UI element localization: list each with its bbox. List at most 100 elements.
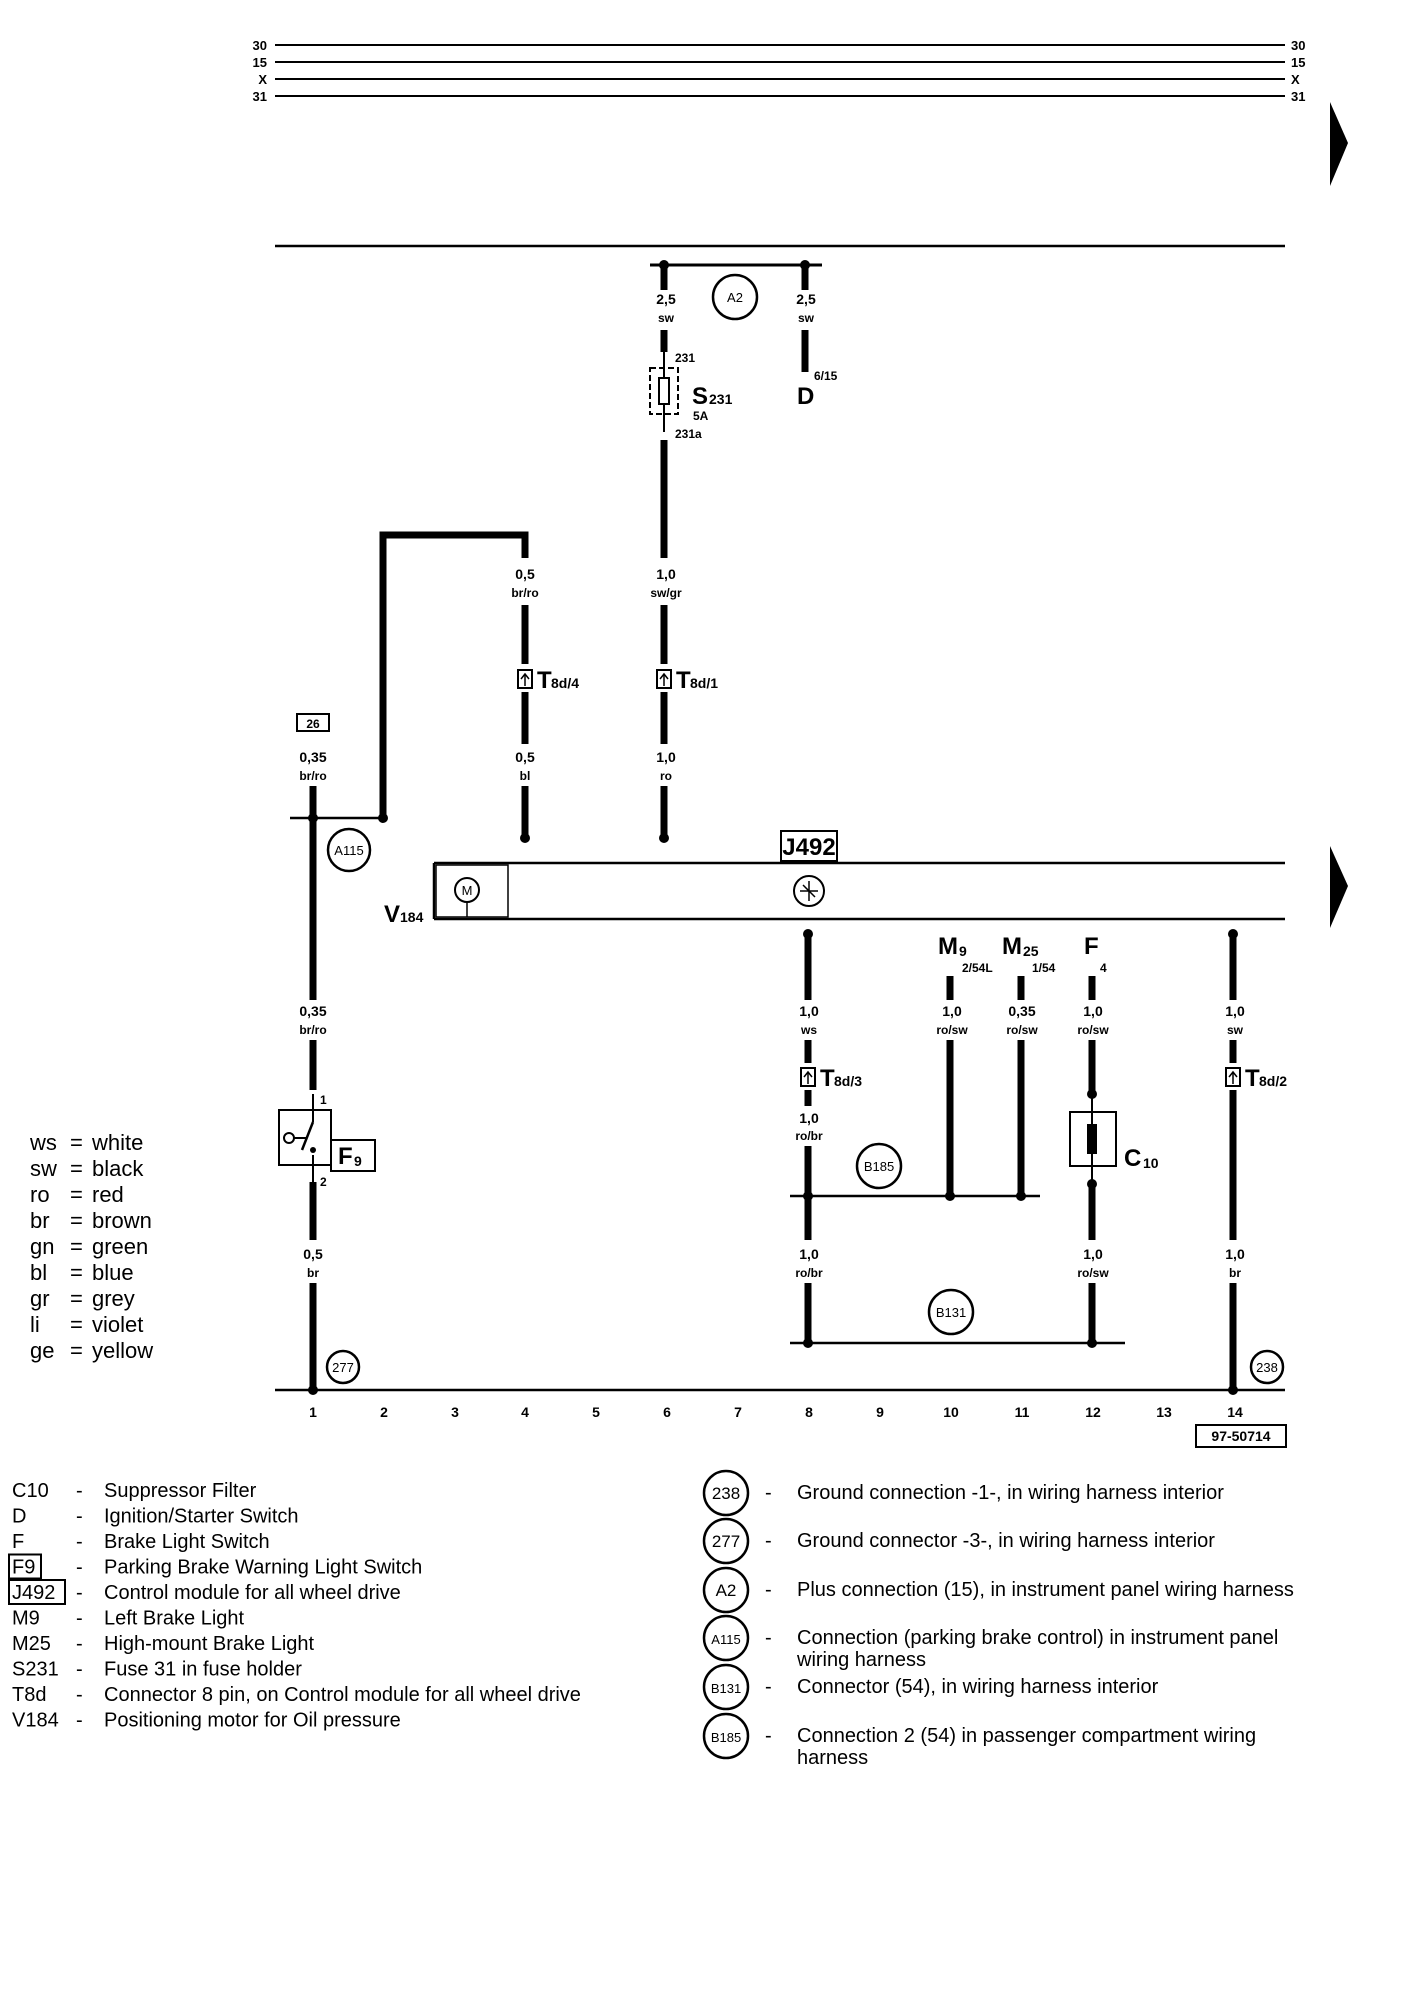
- wire-color: ro: [660, 769, 672, 783]
- color-legend-code: gr: [30, 1286, 50, 1311]
- figure-id: 97-50714: [1211, 1428, 1270, 1444]
- f9-label-box: [330, 1139, 376, 1172]
- figure-id-box: [1195, 1424, 1287, 1448]
- ground-238-icon: [1249, 1349, 1285, 1385]
- wire-size: 0,35: [299, 1003, 326, 1019]
- color-legend-name: grey: [92, 1286, 135, 1311]
- wire-size: 2,5: [656, 291, 676, 307]
- connection-legend-separator: -: [765, 1627, 772, 1649]
- fuse-name: S: [692, 383, 708, 410]
- color-legend-code: ge: [30, 1338, 54, 1363]
- legend-code-box: [8, 1579, 66, 1605]
- t8d3-name: T: [820, 1065, 835, 1092]
- column-number: 5: [592, 1404, 600, 1420]
- switch-d-label: D: [797, 383, 814, 410]
- fuse-rating: 5A: [693, 409, 709, 423]
- color-legend-equals: =: [70, 1286, 83, 1311]
- connection-legend-separator: -: [765, 1676, 772, 1698]
- f-pin: 4: [1100, 961, 1107, 975]
- connection-legend-desc: Ground connection -1-, in wiring harness…: [797, 1482, 1224, 1504]
- wire-size: 2,5: [796, 291, 816, 307]
- rail-label-right-x: X: [1291, 72, 1300, 87]
- connection-legend-icon: [702, 1614, 750, 1662]
- connection-legend-separator: -: [765, 1482, 772, 1504]
- f9-sub: 9: [354, 1153, 362, 1169]
- a2-bus: A2: [650, 260, 822, 321]
- ground-238-label: 238: [1256, 1360, 1278, 1375]
- component-legend-desc: Connector 8 pin, on Control module for a…: [104, 1684, 581, 1706]
- connection-legend-separator: -: [765, 1579, 772, 1601]
- connection-b131-label: B131: [936, 1305, 966, 1320]
- column-number: 3: [451, 1404, 459, 1420]
- wire-size: 1,0: [1225, 1003, 1245, 1019]
- f9-pin2: 2: [320, 1175, 327, 1189]
- color-legend-name: yellow: [92, 1338, 153, 1363]
- component-legend-desc: Brake Light Switch: [104, 1531, 270, 1553]
- component-legend-separator: -: [76, 1684, 83, 1706]
- color-legend-name: white: [91, 1130, 143, 1155]
- t8d2-sub: 8d/2: [1259, 1073, 1287, 1089]
- column-number: 13: [1156, 1404, 1172, 1420]
- wire-color: sw: [1227, 1023, 1244, 1037]
- color-legend-code: ws: [29, 1130, 57, 1155]
- component-legend-code: M25: [12, 1633, 51, 1655]
- fuse-pin-out: 231a: [675, 427, 702, 441]
- component-legend-separator: -: [76, 1710, 83, 1732]
- color-legend-code: li: [30, 1312, 40, 1337]
- m25-name: M: [1002, 933, 1022, 960]
- c10-sub: 10: [1143, 1155, 1159, 1171]
- color-legend-code: ro: [30, 1182, 50, 1207]
- wire-color: ro/sw: [1006, 1023, 1038, 1037]
- component-legend-separator: -: [76, 1659, 83, 1681]
- wire-size: 1,0: [656, 749, 676, 765]
- connection-legend: 238 - Ground connection -1-, in wiring har…: [702, 1469, 1294, 1769]
- f9-name: F: [338, 1143, 353, 1170]
- component-legend-desc: Control module for all wheel drive: [104, 1582, 401, 1604]
- column-number: 9: [876, 1404, 884, 1420]
- j492-label-box: [780, 830, 838, 862]
- component-legend-desc: Parking Brake Warning Light Switch: [104, 1557, 422, 1579]
- legend-code-box: [8, 1553, 42, 1580]
- color-legend-equals: =: [70, 1156, 83, 1181]
- m25-sub: 25: [1023, 943, 1039, 959]
- component-legend-code: V184: [12, 1710, 59, 1732]
- connection-a115-icon: [326, 827, 372, 873]
- connection-legend-icon: [702, 1517, 750, 1565]
- rail-label-left-31: 31: [253, 89, 267, 104]
- wire-size: 1,0: [656, 566, 676, 582]
- connection-legend-code: B185: [711, 1730, 741, 1745]
- t8d1-name: T: [676, 667, 691, 694]
- rail-label-right-31: 31: [1291, 89, 1305, 104]
- color-legend-name: brown: [92, 1208, 152, 1233]
- color-legend-equals: =: [70, 1312, 83, 1337]
- component-legend-code: S231: [12, 1659, 59, 1681]
- component-legend-separator: -: [76, 1608, 83, 1630]
- wire-size: 1,0: [799, 1246, 819, 1262]
- wire-size: 1,0: [942, 1003, 962, 1019]
- connection-legend-code: 238: [712, 1484, 740, 1503]
- suppressor-filter-c10: [1069, 1094, 1117, 1184]
- connection-b185-icon: [855, 1142, 903, 1190]
- connector-t8d4-icon: [517, 669, 533, 689]
- wire-color: br/ro: [511, 586, 538, 600]
- component-legend: C10-Suppressor FilterD-Ignition/Starter …: [8, 1480, 581, 1732]
- column-number: 11: [1015, 1404, 1030, 1420]
- t8d4-name: T: [537, 667, 552, 694]
- rail-label-right-15: 15: [1291, 55, 1305, 70]
- wire-color: ro/sw: [936, 1023, 968, 1037]
- rail-label-left-30: 30: [253, 38, 267, 53]
- wire-size: 1,0: [1083, 1246, 1103, 1262]
- connection-legend-desc: Plus connection (15), in instrument pane…: [797, 1579, 1294, 1601]
- t8d1-sub: 8d/1: [690, 675, 718, 691]
- connection-legend-code: 277: [712, 1532, 740, 1551]
- m9-pin: 2/54L: [962, 961, 993, 975]
- component-legend-desc: Fuse 31 in fuse holder: [104, 1659, 302, 1681]
- column-number: 10: [943, 1404, 959, 1420]
- connection-legend-desc: harness: [797, 1747, 868, 1769]
- m25-pin: 1/54: [1032, 961, 1056, 975]
- connection-b185-label: B185: [864, 1159, 894, 1174]
- control-module-j492: M: [432, 861, 1285, 921]
- wire-color: ro/sw: [1077, 1266, 1109, 1280]
- connection-legend-icon: [702, 1663, 750, 1711]
- wire-color: sw: [798, 311, 815, 325]
